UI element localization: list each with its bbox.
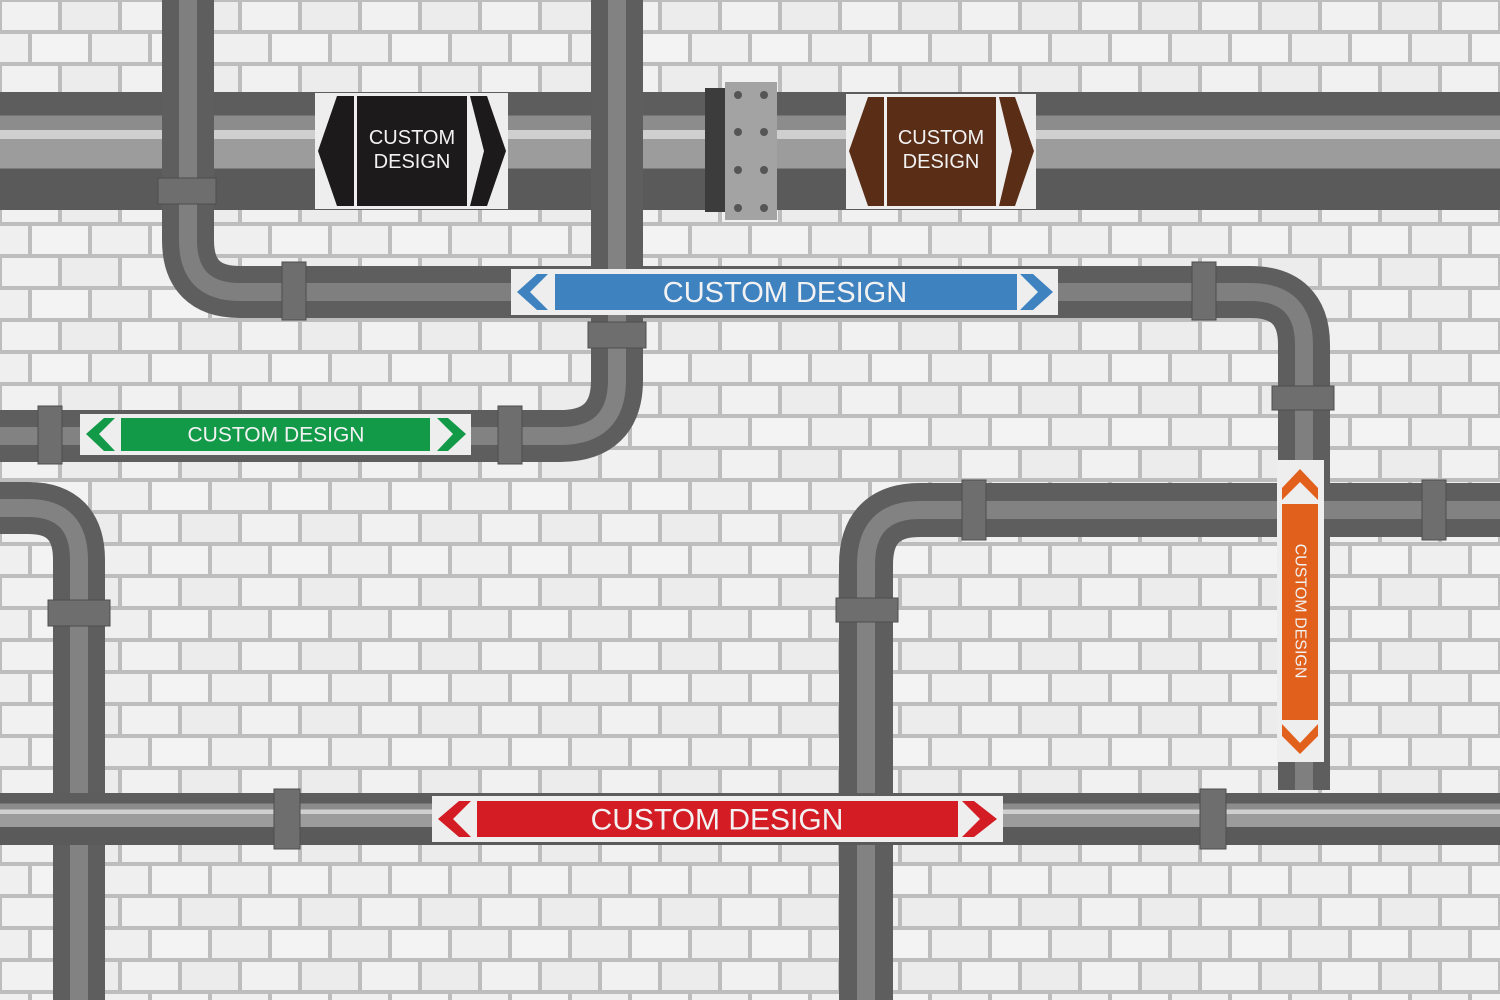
arrow-right-icon (437, 418, 466, 451)
arrow-up-icon (1282, 469, 1318, 500)
arrow-right-icon (962, 801, 997, 837)
marker-text-line2: DESIGN (903, 151, 980, 173)
green-pipe-marker: CUSTOM DESIGN (80, 414, 471, 455)
arrow-left-icon (86, 418, 115, 451)
marker-text: CUSTOM DESIGN (188, 424, 365, 447)
marker-text-line2: DESIGN (374, 151, 451, 173)
flange-plate (705, 82, 777, 220)
arrow-left-icon (318, 96, 354, 206)
black-pipe-marker: CUSTOM DESIGN (315, 93, 508, 209)
marker-text-line1: CUSTOM (898, 127, 984, 149)
marker-text-line1: CUSTOM (369, 127, 455, 149)
arrow-right-icon (1020, 274, 1053, 310)
arrow-right-icon (470, 96, 506, 206)
brown-pipe-marker: CUSTOM DESIGN (846, 94, 1036, 209)
marker-text: CUSTOM DESIGN (1292, 544, 1309, 679)
arrow-down-icon (1282, 724, 1318, 754)
arrow-right-icon (999, 97, 1034, 206)
arrow-left-icon (438, 801, 471, 837)
red-pipe-marker: CUSTOM DESIGN (432, 796, 1003, 842)
marker-text: CUSTOM DESIGN (591, 804, 844, 837)
arrow-left-icon (517, 274, 548, 310)
arrow-left-icon (849, 97, 884, 206)
pipe-couplings (37, 177, 1447, 850)
orange-pipe-marker: CUSTOM DESIGN (1277, 460, 1324, 762)
marker-text: CUSTOM DESIGN (663, 277, 907, 309)
blue-pipe-marker: CUSTOM DESIGN (511, 269, 1058, 315)
